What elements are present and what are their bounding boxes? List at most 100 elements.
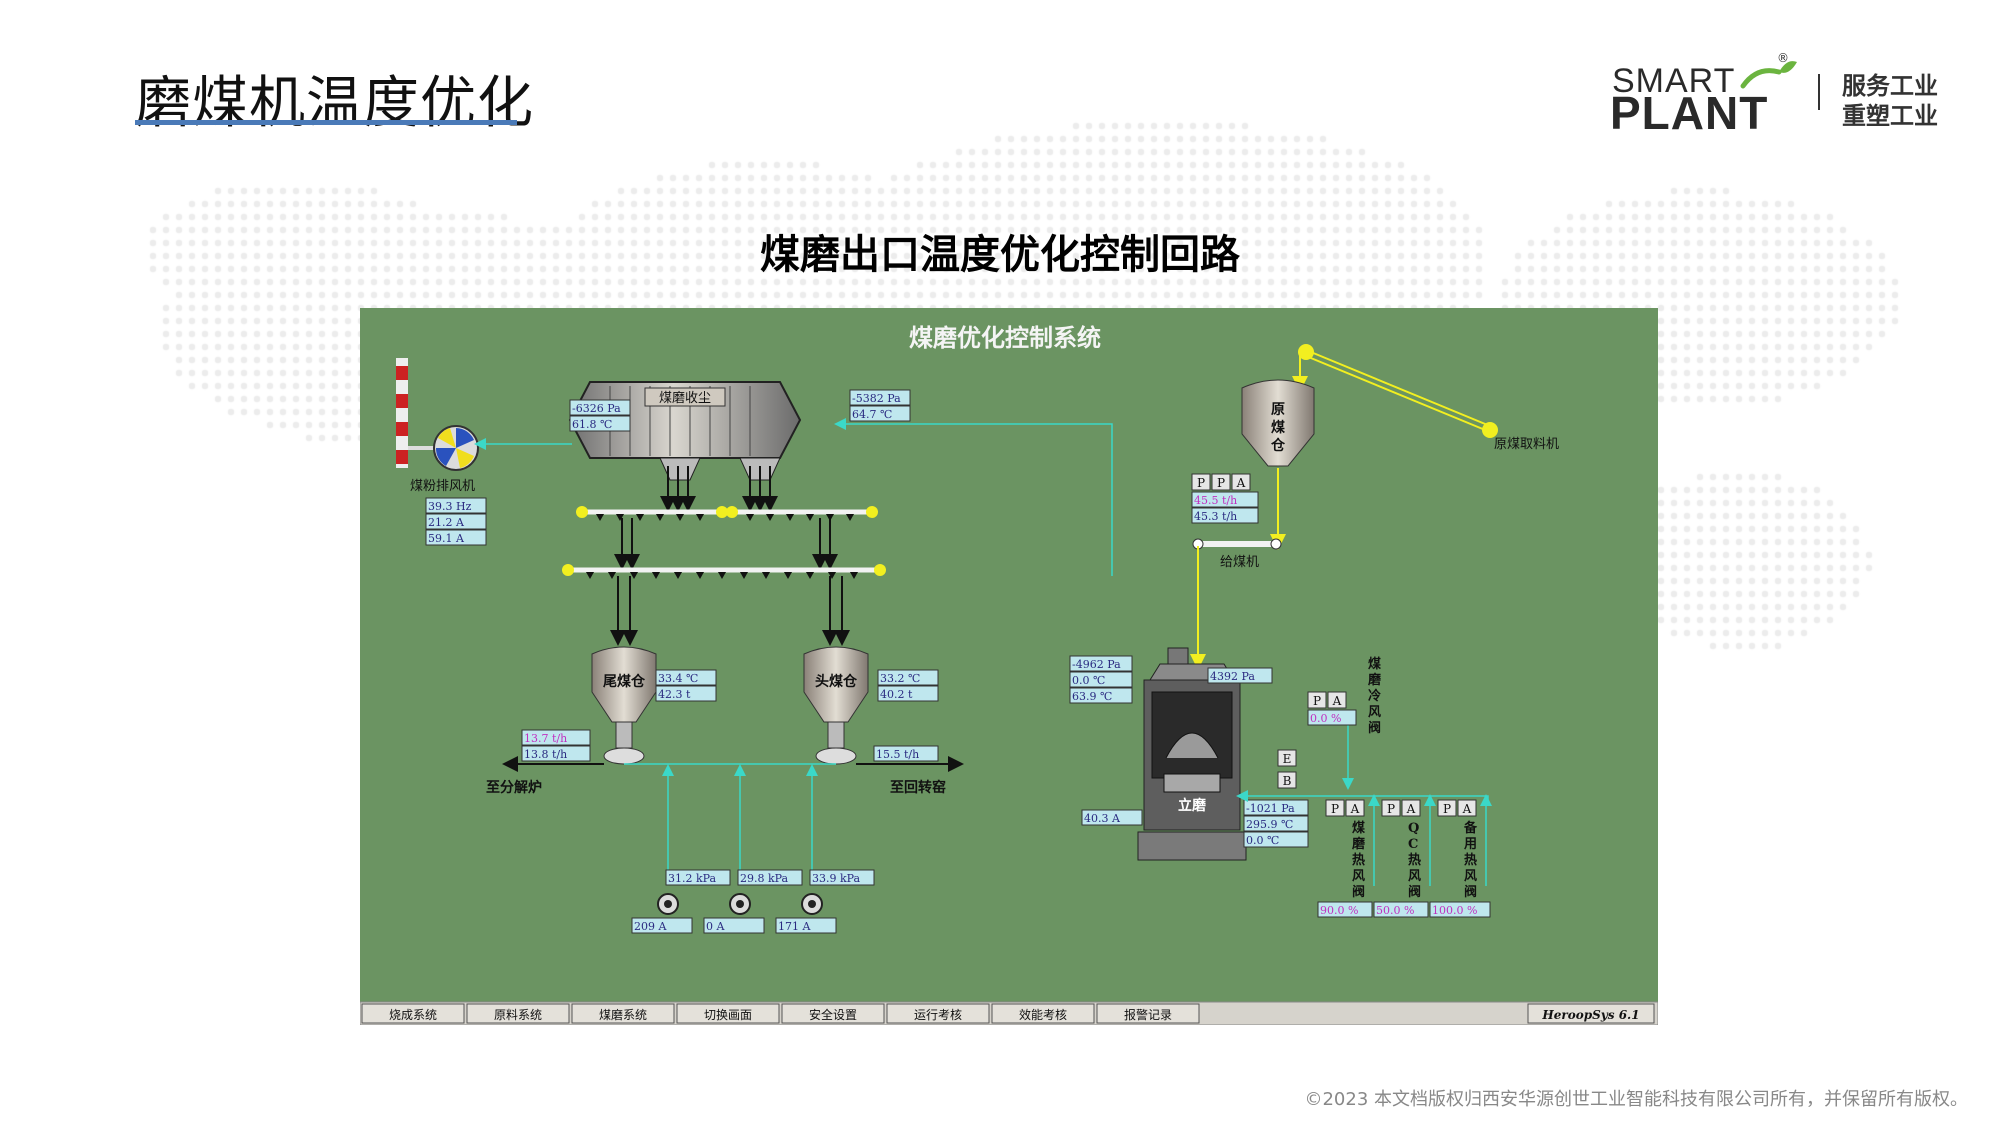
svg-text:报警记录: 报警记录 (1124, 1007, 1172, 1022)
head-bin-flow: 15.5 t/h (876, 748, 919, 761)
feeder-actual: 45.3 t/h (1194, 510, 1237, 523)
svg-text:原料系统: 原料系统 (494, 1008, 542, 1022)
head-bin-temp: 33.2 ℃ (880, 672, 920, 685)
logo-smart: SMART (1612, 62, 1736, 100)
tab-alarms[interactable] (1096, 1003, 1200, 1024)
blower-3-pressure: 33.9 kPa (812, 872, 861, 885)
exhaust-fan-freq: 39.3 Hz (428, 500, 472, 513)
reclaimer-label: 原煤取料机 (1494, 437, 1559, 452)
svg-text:风: 风 (1408, 869, 1421, 884)
screw-conveyor-upper-left (576, 506, 728, 518)
svg-text:煤磨系统: 煤磨系统 (599, 1008, 647, 1022)
svg-text:风: 风 (1464, 869, 1477, 884)
slogan-line2: 重塑工业 (1842, 102, 1938, 130)
svg-text:阀: 阀 (1408, 884, 1421, 900)
tab-bar-buttons: 烧成系统 原料系统 煤磨系统 切换画面 安全设置 运行考核 效能考核 报警记录 (361, 1003, 1200, 1024)
hot-valve-2-mode[interactable]: P A (1381, 799, 1421, 817)
scada-panel: 煤磨优化控制系统 煤粉排风机 39.3 Hz 21.2 A 59.1 A (360, 308, 1658, 1025)
svg-text:A: A (1462, 802, 1472, 816)
svg-text:B: B (1283, 774, 1292, 788)
svg-text:运行考核: 运行考核 (914, 1008, 962, 1022)
svg-text:Q: Q (1408, 821, 1419, 836)
tab-coal-mill[interactable] (571, 1003, 675, 1024)
screw-flights (586, 514, 858, 579)
dust-outlet-temp: 64.7 ℃ (852, 408, 892, 421)
raw-bin-label-2: 煤 (1271, 419, 1286, 436)
tail-bin-temp: 33.4 ℃ (658, 672, 698, 685)
svg-text:P: P (1197, 476, 1205, 490)
screw-conveyor-lower (562, 564, 886, 576)
svg-text:热: 热 (1352, 852, 1365, 868)
head-bin-label: 头煤仓 (815, 673, 858, 690)
logo-plant: PLANT (1610, 87, 1769, 139)
chimney-icon (396, 358, 438, 468)
exhaust-fan-icon[interactable] (433, 425, 479, 471)
svg-text:安全设置: 安全设置 (809, 1007, 857, 1022)
brand-box (1527, 1003, 1655, 1024)
tail-bin-label: 尾煤仓 (603, 673, 646, 690)
svg-text:阀: 阀 (1352, 884, 1365, 900)
logo-separator (1818, 74, 1820, 110)
blower-2[interactable]: 29.8 kPa 0 A (703, 869, 803, 934)
blower-3-current: 171 A (778, 920, 811, 933)
tail-bin-flow-set: 13.7 t/h (524, 732, 567, 745)
blower-3[interactable]: 33.9 kPa 171 A (775, 869, 875, 934)
exhaust-fan-readouts: 39.3 Hz 21.2 A 59.1 A (425, 497, 487, 546)
svg-text:P: P (1217, 476, 1225, 490)
svg-text:煤: 煤 (1368, 656, 1381, 672)
slide-title: 磨煤机温度优化 (135, 71, 534, 136)
feeder-belt-icon (1192, 538, 1282, 550)
exhaust-fan-value3: 59.1 A (428, 532, 465, 545)
dust-inlet-pressure: -6326 Pa (572, 402, 621, 415)
dust-collector-label: 煤磨收尘 (659, 391, 711, 406)
hot-valve-3-mode[interactable]: P A (1437, 799, 1477, 817)
blower-1-pressure: 31.2 kPa (668, 872, 717, 885)
tail-bin-flow: 13.8 t/h (524, 748, 567, 761)
svg-text:阀: 阀 (1368, 720, 1381, 736)
svg-text:磨: 磨 (1368, 672, 1381, 688)
tab-switch-screen[interactable] (676, 1003, 780, 1024)
tab-run-assessment[interactable] (886, 1003, 990, 1024)
tab-safety[interactable] (781, 1003, 885, 1024)
svg-text:风: 风 (1352, 869, 1365, 884)
copyright-footer: ©2023 本文档版权归西安华源创世工业智能科技有限公司所有，并保留所有版权。 (1304, 1089, 1968, 1110)
blower-1[interactable]: 31.2 kPa 209 A (631, 869, 731, 934)
blower-air-lines (662, 764, 818, 872)
svg-text:煤: 煤 (1352, 820, 1365, 836)
hot-valve-lines (1368, 794, 1492, 886)
raw-bin-label-3: 仓 (1270, 437, 1286, 454)
head-bin-dest: 至回转窑 (890, 779, 946, 796)
brand-label: HeroopSys 6.1 (1541, 1008, 1639, 1022)
blower-2-current: 0 A (706, 920, 725, 933)
tab-efficiency[interactable] (991, 1003, 1095, 1024)
gas-line-mill-to-dust (834, 418, 1113, 576)
exhaust-fan-current: 21.2 A (428, 516, 465, 529)
cold-valve-mode[interactable]: P A (1307, 691, 1347, 709)
dust-drop-arrows (610, 466, 850, 646)
feeder-mode-indicators[interactable]: P P A (1191, 473, 1251, 491)
mill-top-pressure: 4392 Pa (1210, 670, 1255, 683)
mill-out-v2: 0.0 ℃ (1072, 674, 1105, 687)
svg-text:A: A (1332, 694, 1342, 708)
svg-text:热: 热 (1408, 852, 1421, 868)
scada-title: 煤磨优化控制系统 (909, 323, 1101, 352)
mill-current: 40.3 A (1084, 812, 1121, 825)
tab-sintering[interactable] (361, 1003, 465, 1024)
tail-bin-level: 42.3 t (658, 688, 691, 701)
exhaust-fan-label: 煤粉排风机 (410, 479, 475, 494)
cold-valve-value: 0.0 % (1310, 712, 1341, 725)
mill-out-temp: 63.9 ℃ (1072, 690, 1112, 703)
title-underline (135, 120, 517, 125)
hot-valve-1-mode[interactable]: P A (1325, 799, 1365, 817)
blower-1-current: 209 A (634, 920, 667, 933)
svg-text:阀: 阀 (1464, 884, 1477, 900)
mill-eb-indicators[interactable]: E B (1277, 749, 1297, 789)
svg-text:P: P (1387, 802, 1395, 816)
svg-text:A: A (1406, 802, 1416, 816)
tab-raw-material[interactable] (466, 1003, 570, 1024)
head-bin-level: 40.2 t (880, 688, 913, 701)
mill-in-temp: 295.9 ℃ (1246, 818, 1293, 831)
hot-valve-3-value: 100.0 % (1432, 904, 1477, 917)
